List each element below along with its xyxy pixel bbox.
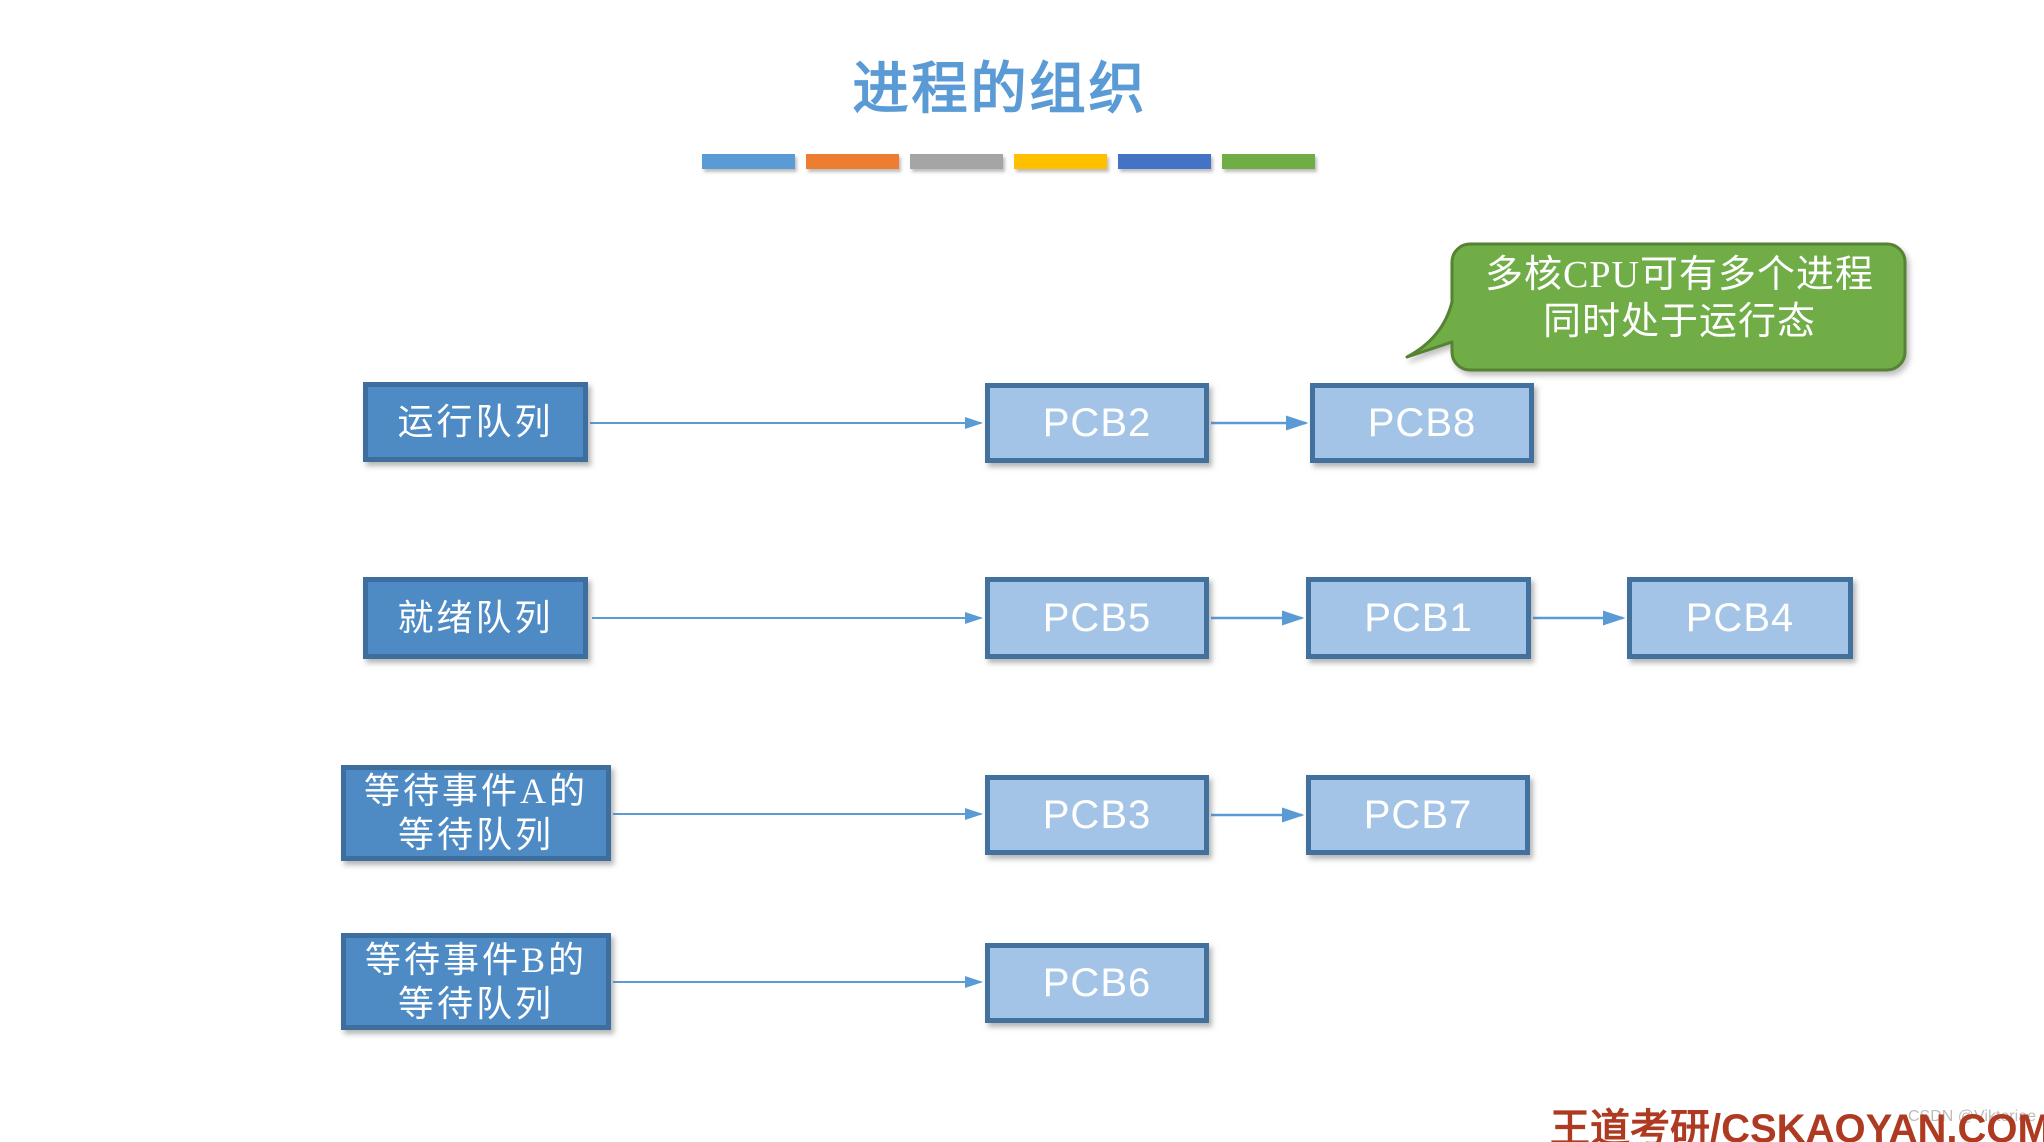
pcb-box-pcb4: PCB4 bbox=[1627, 577, 1853, 659]
pcb-box-pcb1: PCB1 bbox=[1306, 577, 1531, 659]
queue-box-wait-event-a: 等待事件A的 等待队列 bbox=[341, 765, 611, 861]
pcb-box-pcb5: PCB5 bbox=[985, 577, 1209, 659]
accent-bar-2 bbox=[910, 154, 1003, 169]
pcb-label: PCB7 bbox=[1363, 792, 1473, 837]
pcb-box-pcb7: PCB7 bbox=[1306, 775, 1530, 855]
pcb-label: PCB4 bbox=[1685, 595, 1795, 640]
queue-label-line: 等待事件A的 bbox=[364, 771, 588, 811]
accent-bar-0 bbox=[702, 154, 795, 169]
csdn-watermark: CSDN @Viktoriae bbox=[1908, 1108, 2036, 1125]
callout-text: 多核CPU可有多个进程 同时处于运行态 bbox=[1452, 252, 1907, 346]
pcb-label: PCB6 bbox=[1042, 960, 1152, 1005]
queue-box-running: 运行队列 bbox=[363, 382, 588, 462]
queue-box-wait-event-b: 等待事件B的 等待队列 bbox=[341, 933, 611, 1030]
accent-bar-1 bbox=[806, 154, 899, 169]
brand-footer: 王道考研/CSKAOYAN.COM bbox=[1550, 1107, 2044, 1142]
queue-label-line: 等待队列 bbox=[397, 983, 554, 1024]
pcb-box-pcb6: PCB6 bbox=[985, 943, 1209, 1023]
pcb-box-pcb3: PCB3 bbox=[985, 775, 1209, 855]
queue-label-line: 就绪队列 bbox=[397, 598, 554, 638]
pcb-label: PCB5 bbox=[1042, 595, 1152, 640]
queue-label-line: 等待队列 bbox=[397, 815, 554, 855]
accent-bar-4 bbox=[1118, 154, 1211, 169]
pcb-label: PCB8 bbox=[1367, 400, 1477, 445]
accent-bar-5 bbox=[1222, 154, 1315, 169]
pcb-box-pcb2: PCB2 bbox=[985, 383, 1209, 463]
queue-box-ready: 就绪队列 bbox=[363, 577, 588, 659]
queue-label-line: 运行队列 bbox=[397, 402, 554, 442]
pcb-label: PCB3 bbox=[1042, 792, 1152, 837]
queue-label-line: 等待事件B的 bbox=[364, 939, 587, 980]
pcb-box-pcb8: PCB8 bbox=[1310, 383, 1534, 463]
callout-line-1: 多核CPU可有多个进程 bbox=[1485, 254, 1874, 296]
pcb-label: PCB2 bbox=[1042, 400, 1152, 445]
pcb-label: PCB1 bbox=[1364, 595, 1473, 640]
callout-bubble-shape bbox=[1405, 242, 1907, 372]
page-title: 进程的组织 bbox=[852, 59, 1148, 121]
callout-line-2: 同时处于运行态 bbox=[1542, 301, 1816, 343]
accent-bar-3 bbox=[1014, 154, 1107, 169]
accent-bars bbox=[702, 154, 1315, 169]
